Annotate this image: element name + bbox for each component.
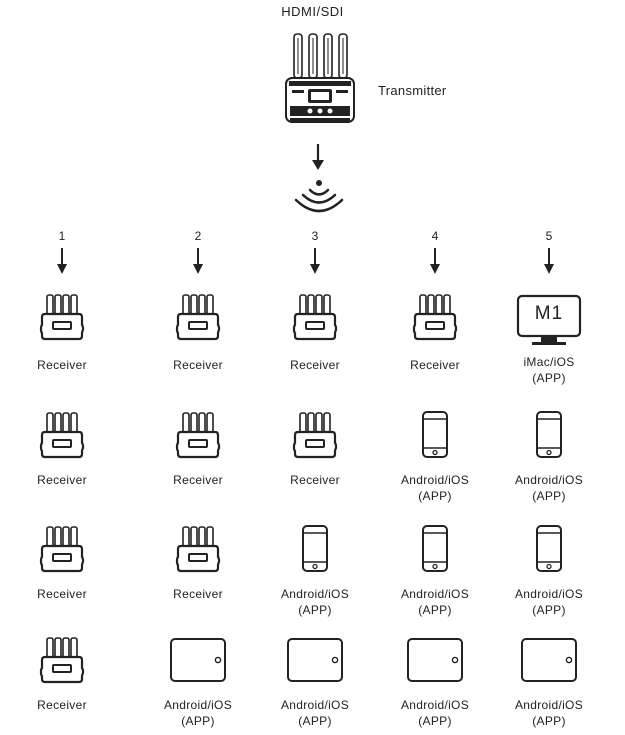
device-name: Receiver [290, 358, 340, 372]
receiver-icon [289, 292, 341, 342]
receiver-icon [36, 292, 88, 342]
device-label: Android/iOS (APP) [380, 697, 490, 729]
down-arrow-icon [56, 248, 68, 274]
column-number: 3 [311, 229, 319, 243]
down-arrow-icon [192, 248, 204, 274]
source-label: HDMI/SDI [281, 4, 344, 19]
receiver-icon [409, 292, 461, 342]
receiver-icon [36, 635, 88, 685]
tablet-icon [169, 637, 227, 683]
device-name: Receiver [173, 587, 223, 601]
down-arrow-icon [309, 248, 321, 274]
device-name: Android/iOS [401, 587, 469, 601]
device-name: Receiver [173, 358, 223, 372]
smartphone-icon [534, 410, 564, 460]
device-label: Android/iOS (APP) [143, 697, 253, 729]
device-label: Receiver [7, 357, 117, 373]
device-app-note: (APP) [418, 603, 452, 617]
device-name: Receiver [37, 473, 87, 487]
device-name: Receiver [410, 358, 460, 372]
device-name: Android/iOS [515, 473, 583, 487]
receiver-icon [172, 410, 224, 460]
column-number: 2 [194, 229, 202, 243]
device-name: Android/iOS [515, 698, 583, 712]
down-arrow-icon [311, 144, 325, 170]
device-name: Android/iOS [281, 587, 349, 601]
device-name: Android/iOS [281, 698, 349, 712]
smartphone-icon [534, 524, 564, 574]
device-label: Receiver [380, 357, 490, 373]
receiver-icon [289, 410, 341, 460]
receiver-icon [172, 292, 224, 342]
device-app-note: (APP) [532, 603, 566, 617]
device-app-note: (APP) [418, 489, 452, 503]
device-name: Android/iOS [401, 698, 469, 712]
column-number: 1 [58, 229, 66, 243]
device-label: Receiver [7, 472, 117, 488]
receiver-icon [36, 524, 88, 574]
device-app-note: (APP) [532, 489, 566, 503]
device-app-note: (APP) [532, 714, 566, 728]
device-label: Android/iOS (APP) [494, 697, 604, 729]
wireless-signal-icon [293, 178, 345, 216]
device-name: Receiver [37, 358, 87, 372]
smartphone-icon [420, 524, 450, 574]
down-arrow-icon [543, 248, 555, 274]
device-label: Android/iOS (APP) [380, 472, 490, 504]
transmitter-icon [280, 28, 360, 128]
device-label: Android/iOS (APP) [260, 697, 370, 729]
receiver-icon [172, 524, 224, 574]
imac-monitor-icon: M1 [516, 294, 582, 348]
device-name: Receiver [37, 587, 87, 601]
tablet-icon [520, 637, 578, 683]
device-name: Receiver [173, 473, 223, 487]
device-app-note: (APP) [532, 371, 566, 385]
monitor-screen-text: M1 [534, 303, 564, 324]
device-app-note: (APP) [181, 714, 215, 728]
device-label: Receiver [7, 697, 117, 713]
device-label: Receiver [260, 472, 370, 488]
device-app-note: (APP) [418, 714, 452, 728]
device-label: Receiver [7, 586, 117, 602]
device-name: Receiver [290, 473, 340, 487]
receiver-icon [36, 410, 88, 460]
tablet-icon [406, 637, 464, 683]
device-name: Android/iOS [164, 698, 232, 712]
device-label: iMac/iOS (APP) [494, 354, 604, 386]
device-label: Android/iOS (APP) [494, 472, 604, 504]
device-name: Android/iOS [515, 587, 583, 601]
device-label: Android/iOS (APP) [380, 586, 490, 618]
device-label: Receiver [143, 472, 253, 488]
device-label: Receiver [143, 357, 253, 373]
device-label: Receiver [143, 586, 253, 602]
device-label: Android/iOS (APP) [494, 586, 604, 618]
device-app-note: (APP) [298, 714, 332, 728]
column-number: 5 [545, 229, 553, 243]
device-label: Android/iOS (APP) [260, 586, 370, 618]
device-name: Android/iOS [401, 473, 469, 487]
transmitter-label: Transmitter [378, 83, 447, 98]
device-name: Receiver [37, 698, 87, 712]
device-app-note: (APP) [298, 603, 332, 617]
column-number: 4 [431, 229, 439, 243]
down-arrow-icon [429, 248, 441, 274]
device-name: iMac/iOS [523, 355, 575, 369]
smartphone-icon [420, 410, 450, 460]
smartphone-icon [300, 524, 330, 574]
tablet-icon [286, 637, 344, 683]
device-label: Receiver [260, 357, 370, 373]
